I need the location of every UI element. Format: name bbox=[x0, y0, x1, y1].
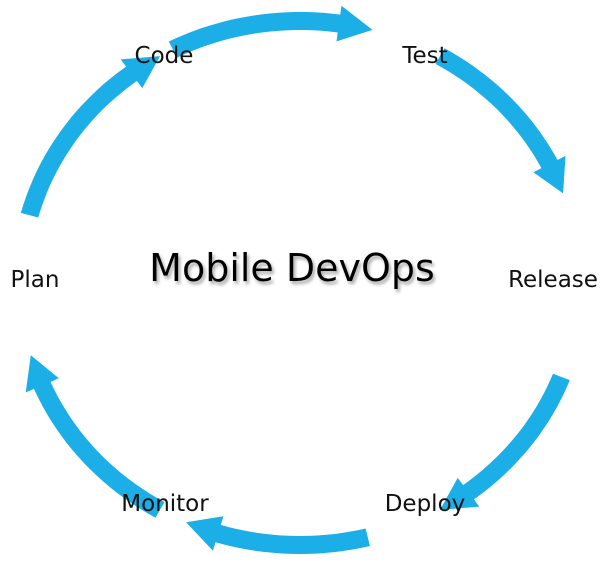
arrow-deploy-to-monitor bbox=[186, 516, 370, 554]
stage-label-deploy: Deploy bbox=[385, 491, 466, 517]
arrow-release-to-deploy bbox=[440, 373, 570, 510]
stage-label-code: Code bbox=[135, 43, 194, 69]
cycle-arrows bbox=[20, 5, 570, 554]
arrow-plan-to-code bbox=[20, 56, 160, 218]
stage-label-release: Release bbox=[508, 267, 598, 293]
stage-label-monitor: Monitor bbox=[121, 491, 209, 517]
stage-label-plan: Plan bbox=[11, 267, 60, 293]
arrow-code-to-test bbox=[168, 5, 373, 58]
stage-label-test: Test bbox=[401, 43, 447, 69]
arrow-monitor-to-plan bbox=[25, 355, 165, 518]
diagram-title: Mobile DevOps bbox=[149, 246, 435, 290]
arrow-test-to-release bbox=[435, 48, 566, 194]
